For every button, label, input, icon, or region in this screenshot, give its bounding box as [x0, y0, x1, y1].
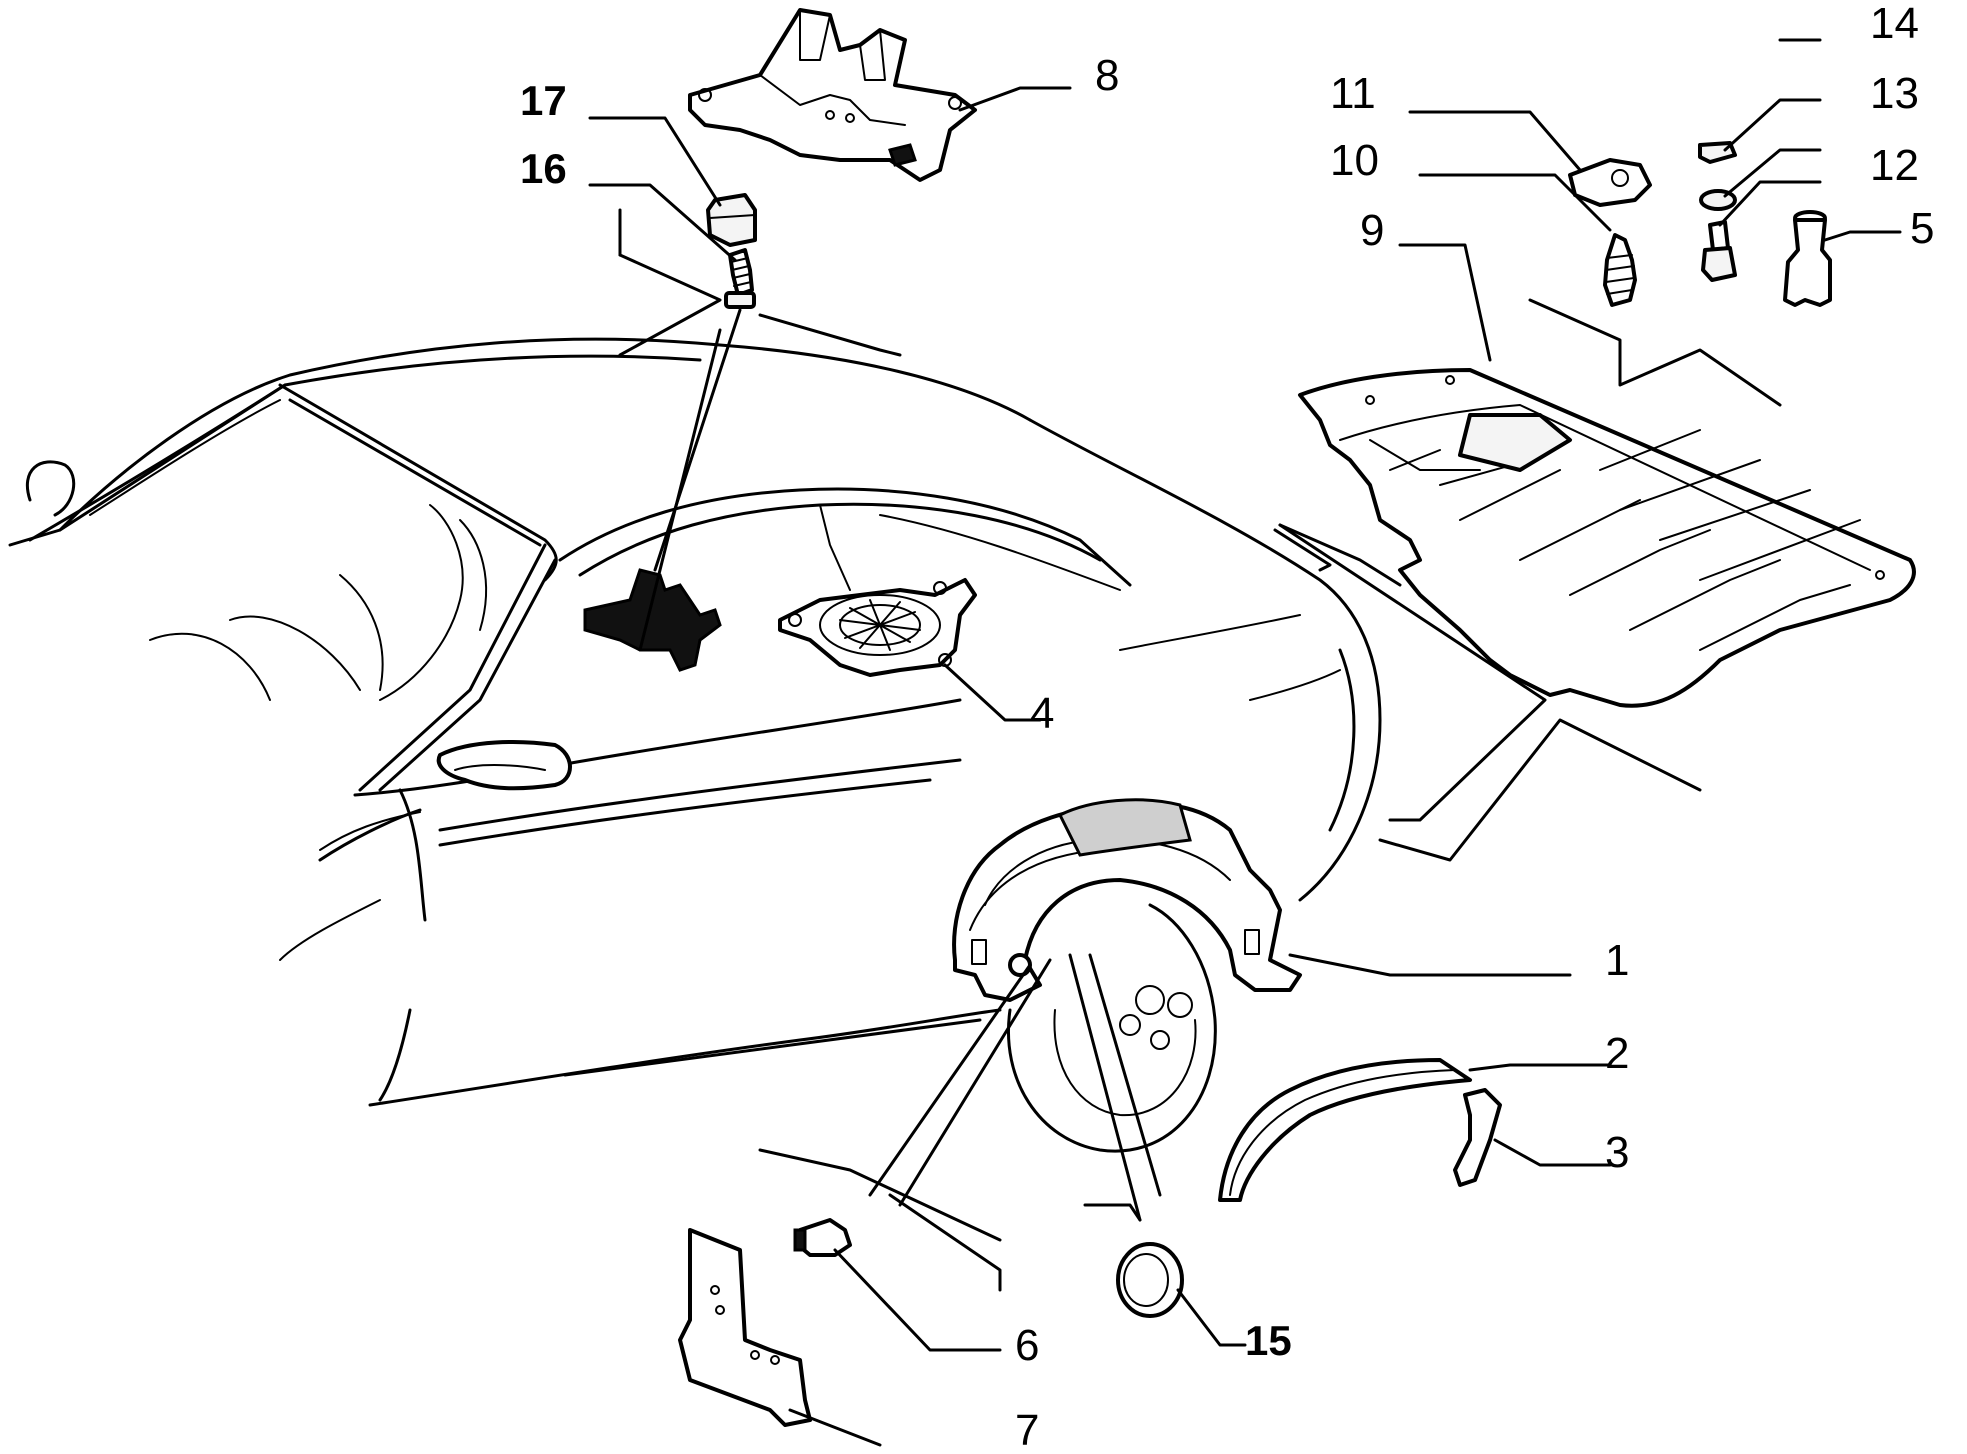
part-11-clip-nut — [1568, 158, 1652, 207]
part-7-plate — [678, 1228, 812, 1427]
mounted-bracket — [583, 308, 742, 672]
callout-2: 2 — [1605, 1029, 1629, 1078]
callout-17: 17 — [520, 77, 567, 124]
callout-labels: 1 2 3 4 5 6 7 8 9 10 11 12 13 14 15 16 1… — [520, 0, 1934, 1454]
callout-12: 12 — [1870, 141, 1919, 190]
callout-1: 1 — [1605, 936, 1629, 985]
callout-16: 16 — [520, 145, 567, 192]
callout-11: 11 — [1330, 69, 1376, 118]
part-15-plug — [1116, 1242, 1184, 1318]
part-6-clip — [793, 1218, 852, 1257]
callout-14: 14 — [1870, 0, 1919, 48]
part-9-underbody-shield — [1298, 368, 1916, 708]
callout-7: 7 — [1015, 1406, 1039, 1449]
callout-4: 4 — [1030, 689, 1054, 738]
part-17-pad — [706, 193, 757, 247]
callout-3: 3 — [1605, 1128, 1629, 1177]
callout-15: 15 — [1245, 1317, 1292, 1364]
part-4-speaker — [778, 578, 977, 677]
part-1-wheel-arch-liner — [868, 798, 1302, 1222]
car-body-outline — [8, 208, 1402, 1242]
part-10-screw — [1603, 233, 1637, 307]
part-3-small-seal — [1453, 1088, 1502, 1187]
callout-8: 8 — [1095, 51, 1119, 100]
part-8-bracket — [688, 8, 977, 182]
leader-lines — [588, 38, 1902, 1447]
callout-6: 6 — [1015, 1321, 1039, 1370]
callout-5: 5 — [1910, 204, 1934, 253]
part-2-seal-strip — [1218, 1058, 1472, 1202]
callout-10: 10 — [1330, 136, 1379, 185]
part-5-push-pin — [1783, 210, 1832, 307]
part-16-screw — [724, 248, 756, 309]
callout-13: 13 — [1870, 69, 1919, 118]
part-12-bolt — [1701, 220, 1737, 282]
callout-9: 9 — [1360, 206, 1384, 255]
